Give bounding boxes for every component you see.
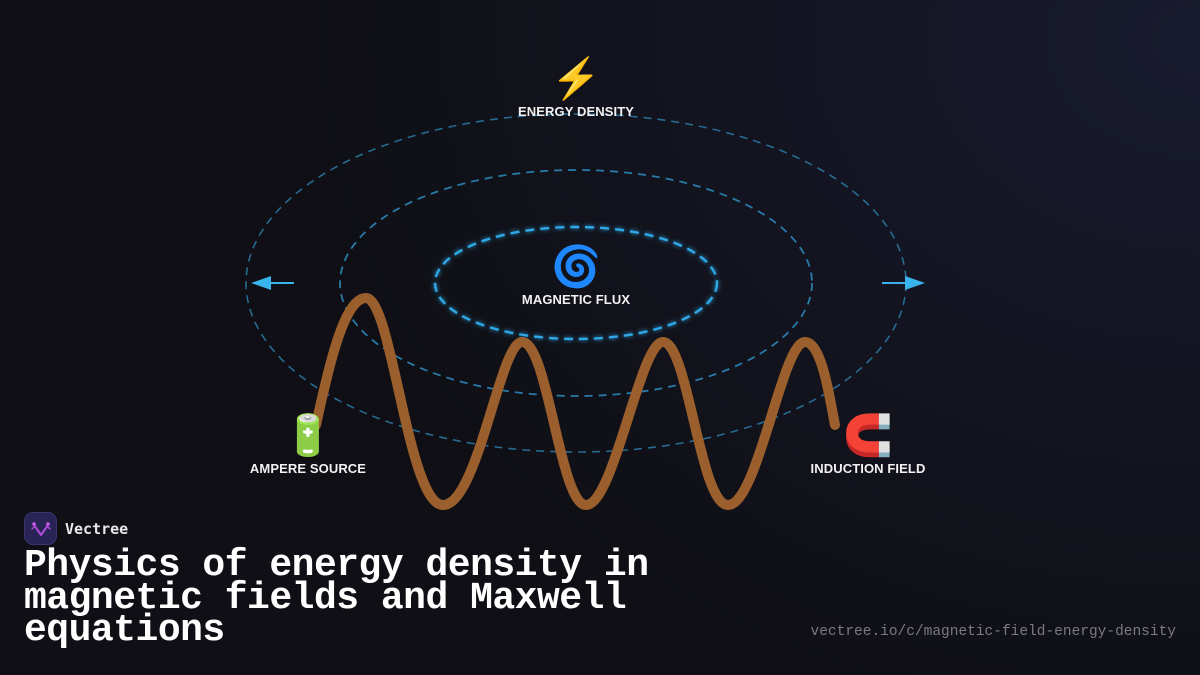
right-arrow-icon	[882, 276, 925, 290]
left-arrow-icon	[251, 276, 294, 290]
middle-field-ring	[339, 169, 813, 397]
vectree-logo-icon	[24, 512, 57, 545]
cyclone-spiral-icon: 🌀	[551, 245, 601, 289]
node-ampere-source: 🔋 AMPERE SOURCE	[250, 413, 366, 476]
lightning-bolt-icon: ⚡	[551, 57, 601, 101]
brand: Vectree	[24, 512, 128, 545]
battery-icon: 🔋	[283, 414, 333, 458]
brand-name: Vectree	[65, 519, 129, 538]
current-wire	[311, 293, 840, 510]
ampere-source-label: AMPERE SOURCE	[249, 461, 367, 476]
node-magnetic-flux: 🌀 MAGNETIC FLUX	[522, 244, 630, 307]
energy-density-label: ENERGY DENSITY	[517, 104, 635, 119]
magnetic-flux-label: MAGNETIC FLUX	[521, 292, 631, 307]
page-title: Physics of energy density in magnetic fi…	[24, 544, 649, 652]
node-induction-field: 🧲 INDUCTION FIELD	[811, 413, 926, 476]
node-energy-density: ⚡ ENERGY DENSITY	[518, 56, 634, 119]
induction-field-label: INDUCTION FIELD	[810, 461, 926, 476]
source-url[interactable]: vectree.io/c/magnetic-field-energy-densi…	[810, 624, 1176, 640]
inner-field-ring	[433, 225, 719, 341]
horseshoe-magnet-icon: 🧲	[843, 414, 893, 458]
